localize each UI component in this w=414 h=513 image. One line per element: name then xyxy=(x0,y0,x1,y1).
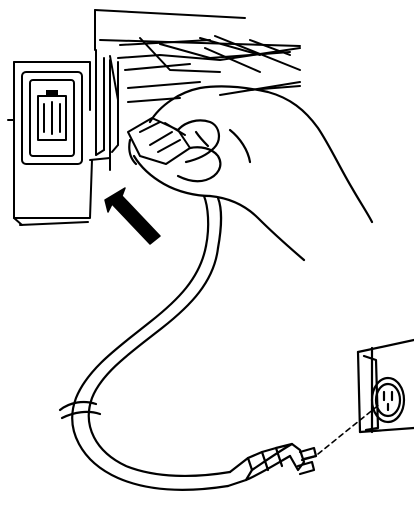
insert-arrow-icon xyxy=(105,188,160,244)
power-inlet-icon xyxy=(22,72,82,164)
wall-outlet-icon xyxy=(358,340,414,432)
hand-icon xyxy=(129,86,372,260)
iec-connector-icon xyxy=(128,118,190,164)
three-prong-plug-icon xyxy=(228,444,316,486)
power-cord-icon xyxy=(60,196,230,490)
